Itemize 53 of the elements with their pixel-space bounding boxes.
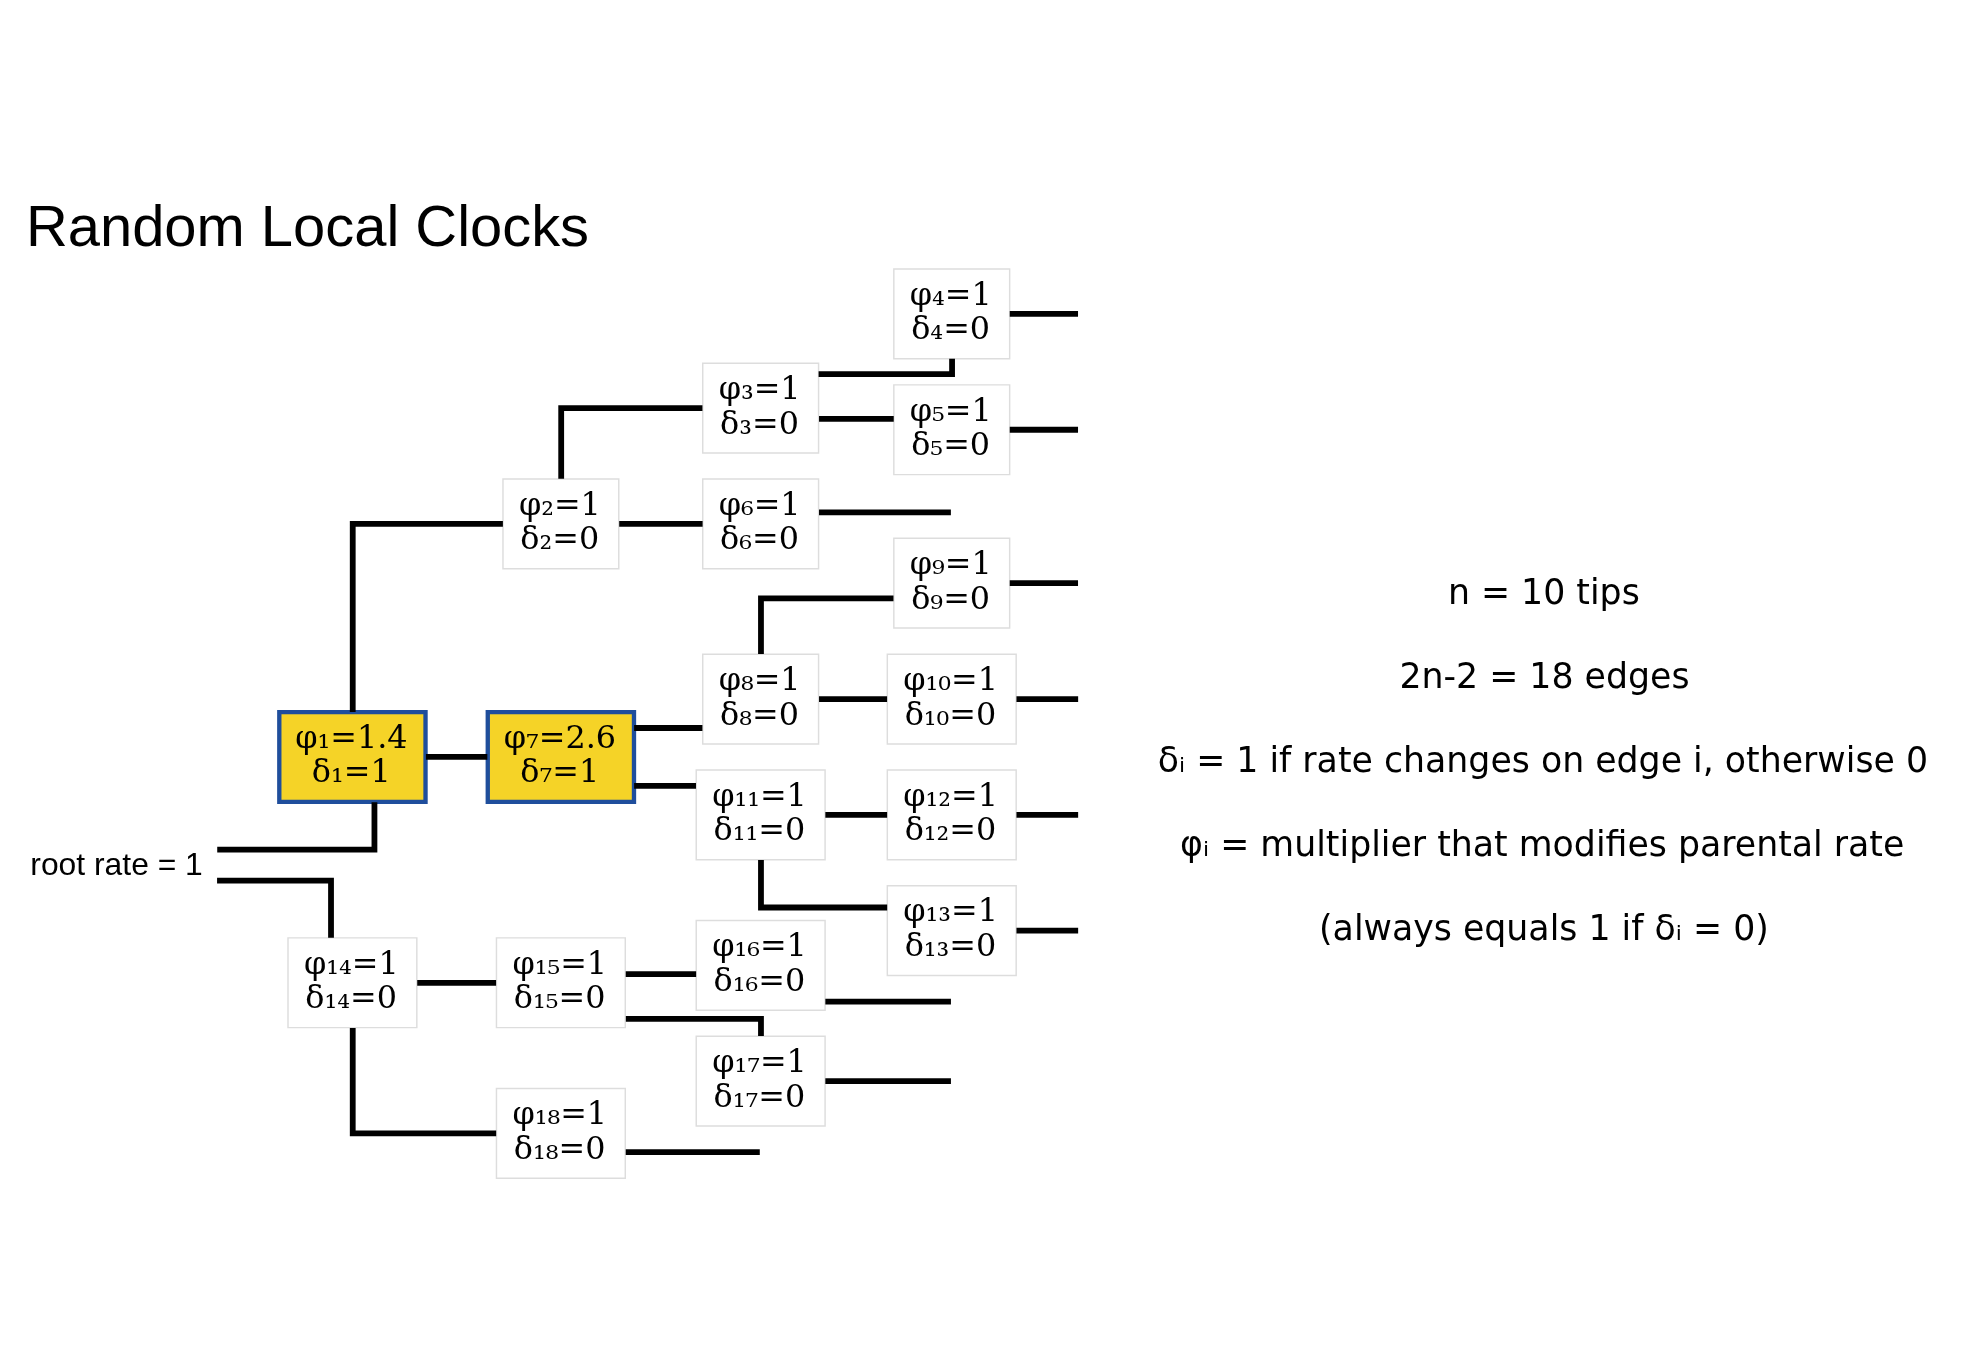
connector (758, 595, 894, 654)
node-box: φ₈=1 δ₈=0 (702, 653, 820, 745)
connector (1009, 580, 1079, 587)
connector (1016, 927, 1079, 934)
node-box: φ₁=1.4 δ₁=1 (277, 709, 428, 804)
node-box: φ₁₃=1 δ₁₃=0 (886, 885, 1017, 977)
connector (425, 754, 488, 760)
label: n = 10 tips (1447, 571, 1640, 612)
connector (349, 1027, 497, 1137)
connector (825, 1078, 951, 1085)
node-box: φ₆=1 δ₆=0 (702, 478, 820, 570)
connector (625, 1149, 760, 1156)
node-box: φ₁₇=1 δ₁₇=0 (695, 1035, 826, 1127)
connector (758, 860, 888, 911)
node-box: φ₃=1 δ₃=0 (702, 362, 820, 454)
connector (825, 998, 951, 1005)
connector (819, 696, 888, 702)
connector (349, 520, 503, 712)
node-box: φ₇=2.6 δ₇=1 (485, 709, 637, 804)
diagram-title: Random Local Clocks (25, 193, 590, 258)
connector (819, 416, 894, 422)
node-box: φ₁₈=1 δ₁₈=0 (495, 1087, 627, 1179)
connector (1016, 811, 1079, 818)
connector (825, 811, 888, 818)
label: (always equals 1 if δᵢ = 0) (1319, 907, 1769, 948)
node-box: φ₄=1 δ₄=0 (893, 268, 1011, 360)
node-box: φ₁₆=1 δ₁₆=0 (695, 919, 826, 1011)
node-box: φ₁₅=1 δ₁₅=0 (495, 937, 627, 1029)
connector (558, 405, 703, 479)
connector (217, 802, 378, 853)
connector (619, 520, 703, 527)
label: δᵢ = 1 if rate changes on edge i, otherwise 0 (1157, 739, 1929, 780)
node-box: φ₉=1 δ₉=0 (893, 537, 1011, 629)
node-box: φ₁₀=1 δ₁₀=0 (886, 653, 1017, 745)
connector (1016, 696, 1079, 702)
connector (634, 783, 696, 789)
label: 2n-2 = 18 edges (1399, 655, 1690, 696)
connector (625, 971, 697, 977)
connector (634, 725, 703, 731)
node-box: φ₁₁=1 δ₁₁=0 (695, 769, 826, 861)
node-box: φ₁₂=1 δ₁₂=0 (886, 769, 1017, 861)
node-box: φ₅=1 δ₅=0 (893, 384, 1011, 476)
connector (217, 877, 334, 938)
connector (1009, 426, 1079, 433)
connector (1009, 311, 1079, 317)
connector (818, 358, 955, 377)
node-box: φ₁₄=1 δ₁₄=0 (287, 937, 418, 1029)
connector (819, 509, 951, 516)
connector (417, 979, 497, 986)
label: φᵢ = multiplier that modifies parental rate (1180, 823, 1905, 864)
node-box: φ₂=1 δ₂=0 (502, 478, 620, 570)
connector (625, 1016, 764, 1036)
node-text: root rate = 1 (30, 846, 203, 883)
